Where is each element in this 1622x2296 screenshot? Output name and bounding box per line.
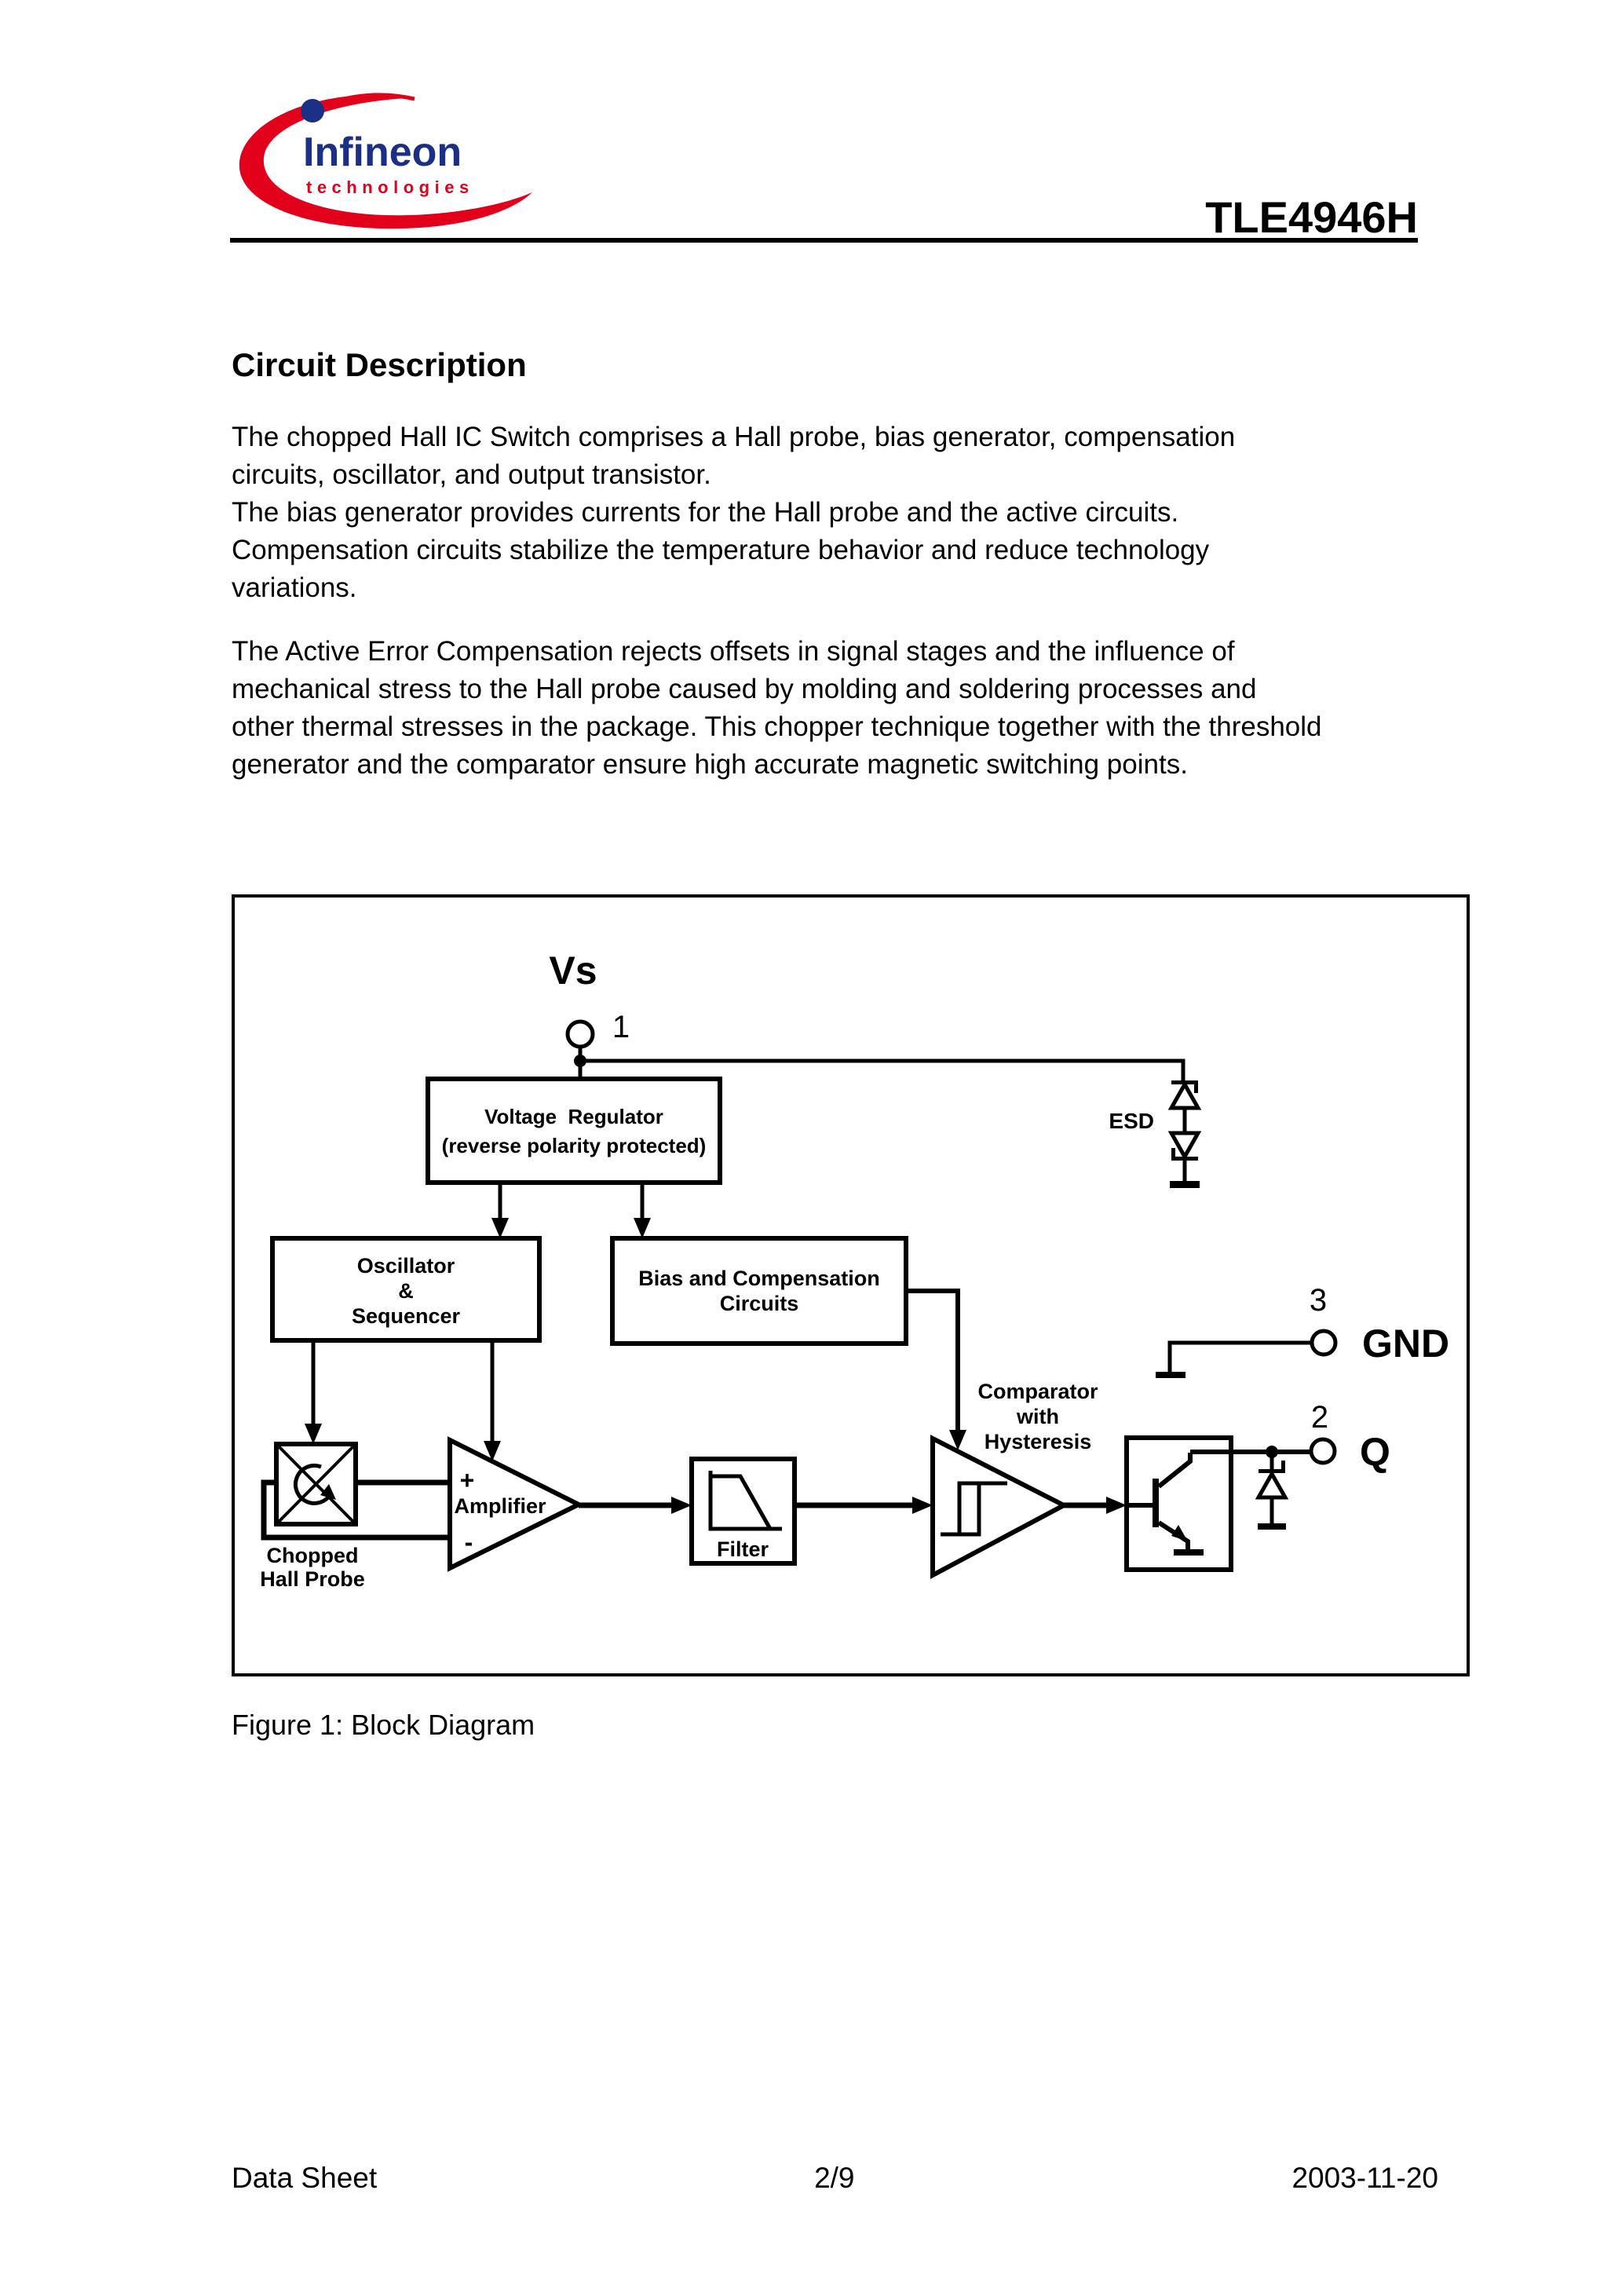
esd-ground-bar bbox=[1170, 1181, 1200, 1188]
transistor-base-bar bbox=[1153, 1479, 1159, 1527]
output-zener-ground-bar bbox=[1258, 1523, 1286, 1530]
amplifier-plus: + bbox=[460, 1466, 475, 1494]
filter-lowpass-curve bbox=[712, 1474, 773, 1530]
hall-probe-cross bbox=[275, 1442, 357, 1526]
wire-bias-to-comparator bbox=[906, 1289, 960, 1430]
paragraph-2: The Active Error Compensation rejects of… bbox=[232, 636, 1322, 780]
vs-label: Vs bbox=[549, 949, 597, 993]
logo-sub-text: technologies bbox=[306, 177, 474, 197]
pin1-number: 1 bbox=[612, 1010, 630, 1044]
voltage-regulator-box bbox=[426, 1077, 722, 1185]
pin1-terminal bbox=[565, 1019, 595, 1049]
q-label: Q bbox=[1360, 1430, 1390, 1474]
hysteresis-symbol-loop bbox=[957, 1481, 981, 1537]
paragraph-1: The chopped Hall IC Switch comprises a H… bbox=[232, 422, 1236, 603]
transistor-collector bbox=[1157, 1453, 1193, 1489]
transistor-emitter-arrowhead bbox=[1171, 1525, 1188, 1541]
oscillator-label-2: & bbox=[398, 1279, 414, 1303]
footer-doc-type: Data Sheet bbox=[232, 2162, 378, 2194]
esd-diode2-triangle bbox=[1167, 1131, 1202, 1161]
figure-caption: Figure 1: Block Diagram bbox=[232, 1709, 535, 1741]
pin3-terminal bbox=[1310, 1329, 1338, 1357]
wire-vs-rail bbox=[580, 1058, 1185, 1081]
esd-label: ESD bbox=[1109, 1109, 1154, 1133]
esd-diode1-zener-tick bbox=[1194, 1084, 1198, 1093]
amplifier-minus: - bbox=[465, 1528, 473, 1556]
wire-hall-minus-output bbox=[261, 1479, 450, 1541]
esd-diode2-zener-tick bbox=[1171, 1148, 1175, 1157]
transistor-ground-bar bbox=[1174, 1549, 1204, 1556]
filter-label: Filter bbox=[717, 1537, 769, 1561]
arrowhead-into-bias bbox=[634, 1218, 651, 1238]
section-heading: Circuit Description bbox=[232, 346, 527, 383]
pin3-number: 3 bbox=[1310, 1283, 1327, 1318]
hall-rotation-arc bbox=[293, 1463, 334, 1505]
oscillator-box bbox=[270, 1236, 542, 1343]
esd-diode2-cathode-bar bbox=[1171, 1157, 1198, 1161]
comparator-label-2: with bbox=[1016, 1405, 1059, 1428]
gnd-ground-bar bbox=[1156, 1372, 1185, 1378]
bias-label-1: Bias and Compensation bbox=[638, 1267, 880, 1290]
voltage-regulator-label-1: Voltage Regulator bbox=[484, 1105, 663, 1128]
vs-junction-dot bbox=[574, 1055, 586, 1067]
filter-axis bbox=[708, 1471, 782, 1531]
pin2-number: 2 bbox=[1311, 1400, 1328, 1435]
page-title: TLE4946H bbox=[1205, 192, 1418, 242]
arrowhead-into-filter bbox=[671, 1497, 692, 1514]
amplifier-triangle bbox=[448, 1436, 584, 1572]
arrowhead-into-comparator-top bbox=[949, 1430, 966, 1450]
hall-rotation-arrowhead bbox=[320, 1484, 336, 1500]
header-rule bbox=[230, 238, 1418, 243]
hall-label-2: Hall Probe bbox=[260, 1567, 365, 1591]
page-footer: Data Sheet 2/9 2003-11-20 bbox=[232, 2162, 1438, 2195]
arrowhead-into-oscillator bbox=[491, 1218, 509, 1238]
amplifier-label: Amplifier bbox=[454, 1494, 546, 1518]
logo-swoosh-tip bbox=[325, 93, 415, 107]
logo-dot bbox=[301, 99, 324, 122]
block-diagram: Vs 1 ESD Voltage Regulator (reverse pola… bbox=[232, 894, 1470, 1676]
footer-date: 2003-11-20 bbox=[1291, 2162, 1438, 2194]
pin2-terminal bbox=[1309, 1437, 1337, 1465]
output-zener-tick bbox=[1281, 1461, 1285, 1469]
comparator-label-3: Hysteresis bbox=[985, 1430, 1092, 1453]
hysteresis-symbol-tails bbox=[941, 1481, 1007, 1537]
logo-brand-text: Infineon bbox=[303, 130, 462, 175]
bias-label-2: Circuits bbox=[720, 1292, 799, 1315]
voltage-regulator-label-2: (reverse polarity protected) bbox=[442, 1134, 707, 1157]
comparator-triangle bbox=[930, 1435, 1069, 1579]
gnd-label: GND bbox=[1362, 1322, 1449, 1366]
footer-page-number: 2/9 bbox=[814, 2162, 855, 2194]
bias-box bbox=[610, 1236, 908, 1346]
arrowhead-into-amplifier-top bbox=[484, 1441, 501, 1461]
wire-gnd bbox=[1167, 1340, 1312, 1372]
arrowhead-into-output-stage bbox=[1106, 1497, 1127, 1514]
oscillator-label-3: Sequencer bbox=[352, 1304, 461, 1328]
hall-label-1: Chopped bbox=[267, 1544, 359, 1567]
infineon-logo: Infineon technologies bbox=[239, 93, 532, 229]
arrowhead-into-comparator bbox=[912, 1497, 933, 1514]
arrowhead-into-hall bbox=[305, 1424, 322, 1444]
oscillator-label-1: Oscillator bbox=[357, 1254, 455, 1278]
comparator-label-1: Comparator bbox=[977, 1380, 1098, 1403]
